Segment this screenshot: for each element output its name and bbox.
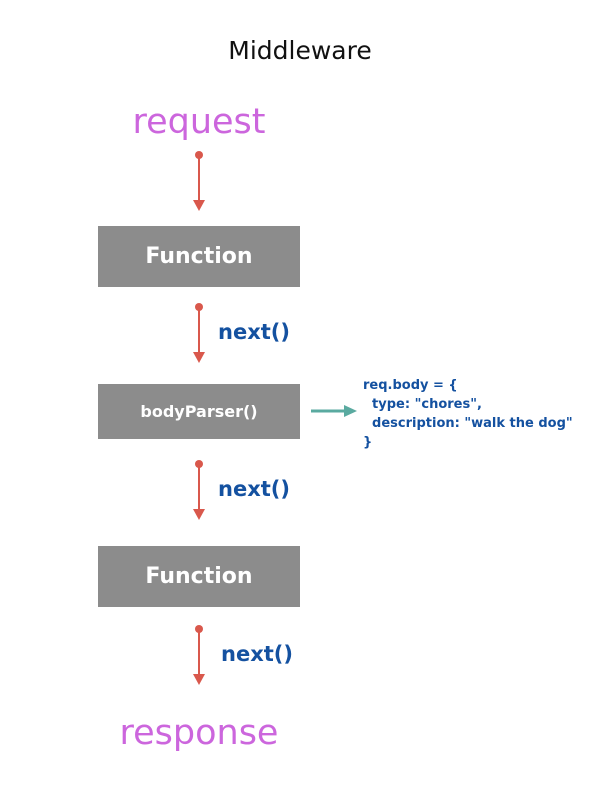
code-line: req.body = { — [363, 378, 458, 393]
function-box-2-label: Function — [145, 564, 253, 589]
arrow-function-to-bodyparser — [193, 303, 205, 363]
code-line: type: "chores", — [363, 397, 482, 412]
function-box-1: Function — [98, 226, 300, 287]
function-box-1-label: Function — [145, 244, 253, 269]
bodyparser-box: bodyParser() — [98, 384, 300, 439]
bodyparser-box-label: bodyParser() — [140, 402, 258, 421]
arrow-function-to-response — [193, 625, 205, 685]
code-line: } — [363, 435, 373, 450]
req-body-code: req.body = { type: "chores", description… — [363, 376, 598, 452]
request-label: request — [132, 102, 266, 142]
next-label-1: next() — [218, 320, 290, 344]
arrow-request-to-function — [193, 151, 205, 211]
response-label: response — [119, 713, 279, 753]
diagram-title: Middleware — [228, 36, 372, 65]
code-line: description: "walk the dog" — [363, 416, 573, 431]
arrow-bodyparser-to-code — [311, 405, 357, 417]
arrow-bodyparser-to-function — [193, 460, 205, 520]
next-label-2: next() — [218, 477, 290, 501]
function-box-2: Function — [98, 546, 300, 607]
next-label-3: next() — [221, 642, 293, 666]
